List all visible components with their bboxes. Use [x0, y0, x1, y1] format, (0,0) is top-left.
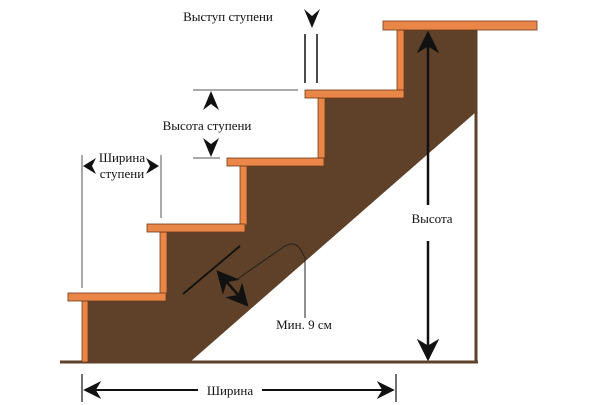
width-label: Ширина	[207, 383, 253, 398]
thickness-reference-line	[182, 245, 241, 295]
arrow-up-icon	[203, 91, 219, 110]
height-label: Высота	[411, 211, 452, 226]
step-width-label-2: ступени	[100, 166, 144, 181]
width-dimension	[81, 374, 397, 402]
step-height-label: Высота ступени	[163, 118, 252, 133]
thickness-arrow	[216, 270, 249, 307]
treads	[67, 20, 538, 302]
arrow-down-icon	[203, 138, 219, 157]
step-height-dimension	[193, 89, 298, 159]
overhang-label: Выступ ступени	[183, 9, 273, 24]
leader-line	[235, 243, 306, 318]
min-thickness-label: Мин. 9 см	[276, 317, 332, 332]
stringer	[86, 28, 476, 362]
step-width-label-1: Ширина	[99, 150, 145, 165]
step-width-dimension	[81, 155, 162, 288]
overhang-dimension	[304, 34, 318, 83]
arrow-down-icon	[304, 9, 320, 28]
arrow-right-icon	[146, 158, 159, 174]
arrow-left-icon	[83, 158, 96, 174]
